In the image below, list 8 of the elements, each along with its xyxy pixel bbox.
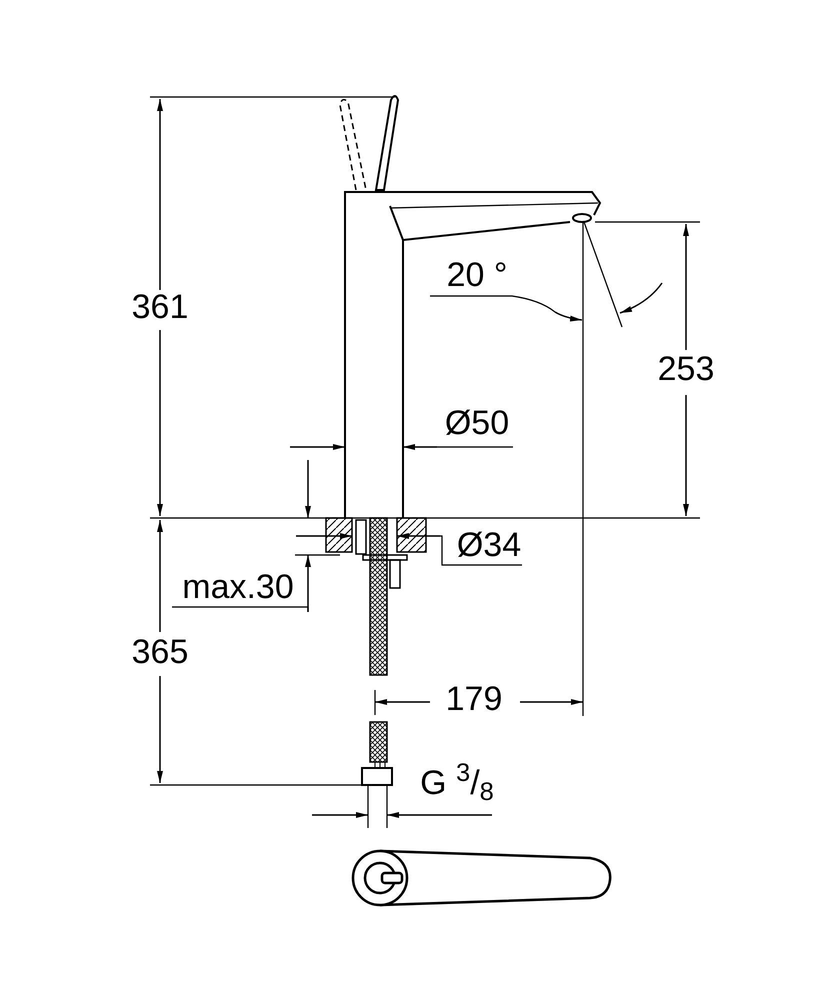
dimension-label: Ø50 [444, 406, 510, 440]
dimension-label: Ø34 [456, 528, 522, 562]
dimension-label: 253 [656, 352, 716, 386]
dimension-label: 361 [130, 290, 190, 324]
dimension-label: 20 ° [446, 258, 508, 292]
dimension-label: 179 [444, 682, 504, 716]
dimension-label: max.30 [181, 570, 295, 604]
dimension-label: 365 [130, 635, 190, 669]
